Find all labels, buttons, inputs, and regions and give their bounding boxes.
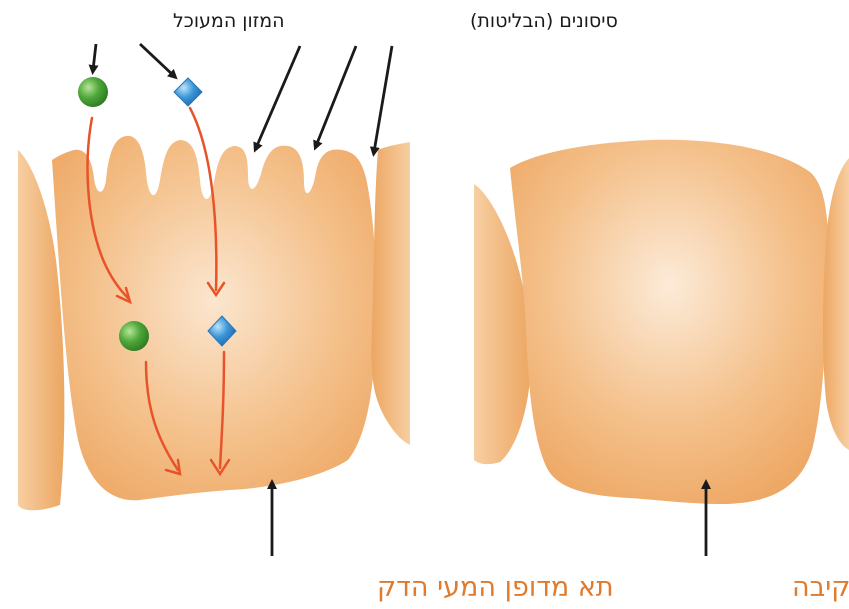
- arrow-to-blue-particle: [140, 44, 174, 76]
- label-villi: סיסונים (הבליטות): [470, 10, 618, 32]
- neighbor-cell-stomach-right: [823, 158, 849, 450]
- neighbor-cell-mid: [372, 142, 411, 445]
- arrow-to-villus-3: [374, 46, 392, 152]
- stomach-tissue: [474, 140, 849, 504]
- stomach-cell: [510, 140, 828, 504]
- caption-stomach-cell: תא מדופן הקיבה: [792, 572, 849, 603]
- arrow-to-villus-1: [256, 46, 300, 148]
- label-digested-food: המזון המעוכל: [173, 10, 285, 32]
- small-intestine-tissue: [18, 136, 410, 510]
- arrow-to-green-particle: [93, 44, 96, 70]
- caption-small-intestine-cell: תא מדופן המעי הדק: [377, 572, 614, 603]
- arrow-to-villus-2: [316, 46, 356, 146]
- blue-particle-icon: [174, 78, 202, 106]
- green-particle-absorbed-icon: [119, 321, 149, 351]
- green-particle-icon: [78, 77, 108, 107]
- small-intestine-cell: [52, 136, 376, 500]
